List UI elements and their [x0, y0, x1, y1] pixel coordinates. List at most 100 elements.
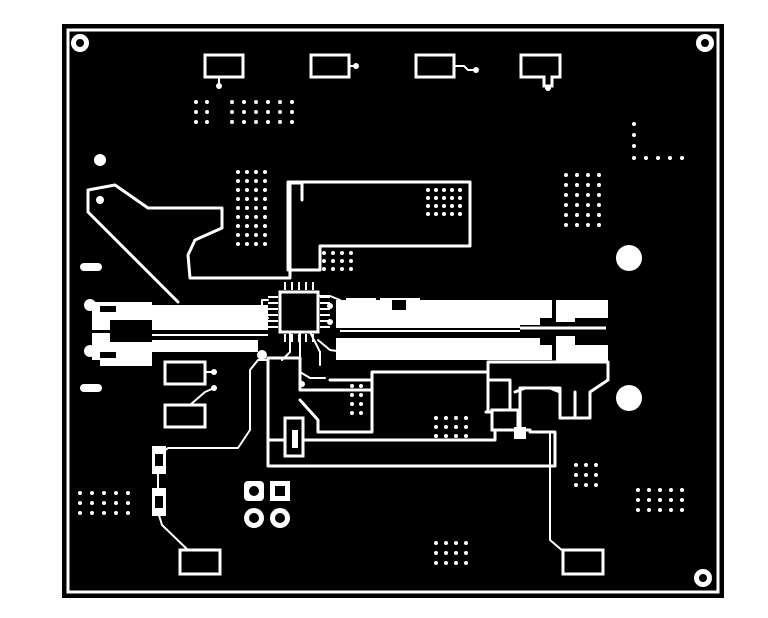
via-icon	[349, 259, 353, 263]
via-icon	[350, 393, 354, 397]
ic-pin	[268, 302, 278, 304]
via-icon	[464, 434, 468, 438]
via-icon	[230, 120, 234, 124]
via-icon	[266, 110, 270, 114]
via-icon	[263, 233, 267, 237]
via-icon	[263, 170, 267, 174]
via-icon	[78, 501, 82, 505]
via-icon	[632, 156, 636, 160]
via-icon	[102, 491, 106, 495]
via-icon	[90, 511, 94, 515]
via-icon	[454, 425, 458, 429]
via-icon	[434, 551, 438, 555]
via-icon	[359, 402, 363, 406]
via-icon	[658, 498, 662, 502]
via-icon	[236, 215, 240, 219]
via-field	[194, 100, 209, 124]
via-icon	[245, 179, 249, 183]
via-icon	[597, 193, 601, 197]
via-icon	[434, 416, 438, 420]
pad-j2	[309, 53, 359, 79]
lower-box-inner	[298, 378, 374, 434]
via-icon	[669, 508, 673, 512]
via-icon	[597, 183, 601, 187]
via-field	[632, 156, 684, 160]
via-icon	[656, 156, 660, 160]
via-icon	[359, 384, 363, 388]
via-icon	[126, 511, 130, 515]
via-icon	[205, 110, 209, 114]
via-icon	[205, 100, 209, 104]
via-icon	[266, 120, 270, 124]
via-icon	[340, 267, 344, 271]
via-icon	[434, 434, 438, 438]
via-icon	[350, 384, 354, 388]
via-icon	[669, 488, 673, 492]
via-icon	[458, 212, 462, 216]
via-icon	[322, 267, 326, 271]
via-icon	[632, 122, 636, 126]
via-icon	[668, 156, 672, 160]
header-pads	[244, 481, 290, 528]
via-icon	[444, 541, 448, 545]
copper-outlines	[84, 180, 610, 468]
via-icon	[564, 193, 568, 197]
via-icon	[290, 110, 294, 114]
via-icon	[426, 212, 430, 216]
via-icon	[230, 100, 234, 104]
via-icon	[102, 511, 106, 515]
via-icon	[458, 204, 462, 208]
pad-j1	[203, 53, 245, 89]
mounting-hole-icon	[694, 569, 712, 587]
via-icon	[236, 233, 240, 237]
ic-pin	[268, 320, 278, 322]
mounting-holes	[71, 34, 714, 587]
via-icon	[96, 196, 104, 204]
resistor	[346, 298, 376, 308]
via-icon	[597, 203, 601, 207]
via-icon	[194, 100, 198, 104]
via-icon	[434, 541, 438, 545]
via-icon	[78, 511, 82, 515]
via-icon	[464, 551, 468, 555]
ic-pin	[320, 308, 330, 310]
ic-package-icon	[268, 282, 330, 342]
via-icon	[442, 196, 446, 200]
via-icon	[454, 551, 458, 555]
via-icon	[442, 188, 446, 192]
via-icon	[126, 491, 130, 495]
via-icon	[586, 183, 590, 187]
via-field	[78, 491, 130, 515]
via-icon	[586, 213, 590, 217]
via-icon	[464, 561, 468, 565]
via-icon	[349, 251, 353, 255]
via-icon	[254, 120, 258, 124]
via-field	[426, 188, 462, 216]
via-icon	[242, 110, 246, 114]
via-icon	[564, 203, 568, 207]
via-icon	[426, 188, 430, 192]
via-icon	[636, 498, 640, 502]
via-icon	[454, 541, 458, 545]
via-icon	[680, 498, 684, 502]
via-icon	[442, 212, 446, 216]
via-icon	[349, 267, 353, 271]
via-field	[434, 416, 468, 438]
pad-left-a	[163, 360, 207, 386]
via-icon	[586, 173, 590, 177]
via-icon	[586, 193, 590, 197]
via-icon	[78, 491, 82, 495]
via-icon	[450, 212, 454, 216]
via-icon	[245, 188, 249, 192]
via-icon	[290, 120, 294, 124]
via-field	[434, 541, 468, 565]
via-icon	[597, 173, 601, 177]
via-icon	[450, 204, 454, 208]
via-icon	[102, 501, 106, 505]
via-icon	[278, 100, 282, 104]
via-field	[636, 488, 684, 512]
via-icon	[632, 144, 636, 148]
via-icon	[450, 188, 454, 192]
via-icon	[680, 508, 684, 512]
